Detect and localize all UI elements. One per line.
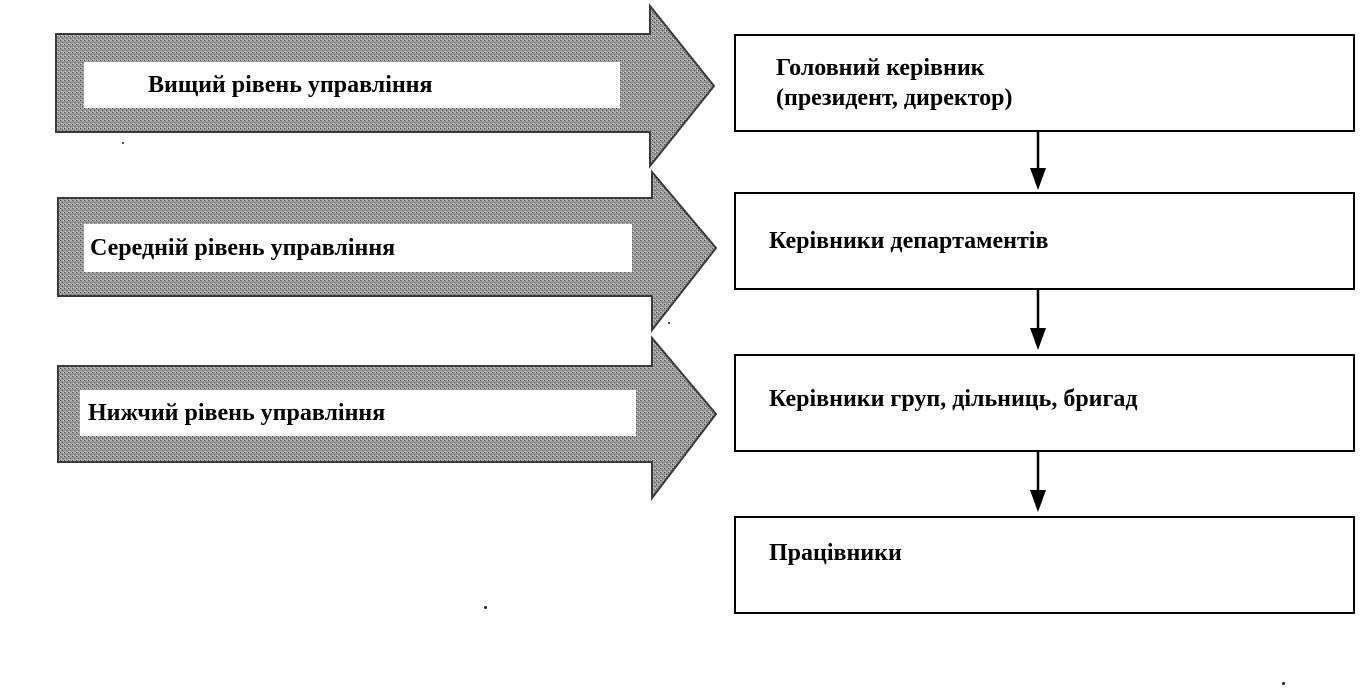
middle-level-label: Середній рівень управління [90, 234, 396, 261]
scan-speck [1282, 682, 1285, 685]
group-heads-box: Керівники груп, дільниць, бригад [734, 354, 1355, 452]
head-manager-box: Головний керівник (президент, директор) [734, 34, 1355, 132]
department-heads-box: Керівники департаментів [734, 192, 1355, 290]
scan-speck [122, 142, 124, 144]
group-heads-title: Керівники груп, дільниць, бригад [769, 386, 1138, 412]
workers-title: Працівники [769, 540, 902, 566]
scan-speck [484, 606, 487, 609]
scan-speck [668, 322, 670, 324]
head-manager-title: Головний керівник [776, 55, 985, 81]
top-level-label-box: Вищий рівень управління [84, 62, 620, 108]
middle-level-label-box: Середній рівень управління [84, 224, 632, 272]
workers-box: Працівники [734, 516, 1355, 614]
lower-level-label-box: Нижчий рівень управління [80, 390, 636, 436]
top-level-label: Вищий рівень управління [148, 71, 433, 98]
department-heads-title: Керівники департаментів [769, 228, 1049, 254]
head-manager-subtitle: (президент, директор) [776, 85, 1013, 111]
lower-level-label: Нижчий рівень управління [88, 399, 386, 426]
